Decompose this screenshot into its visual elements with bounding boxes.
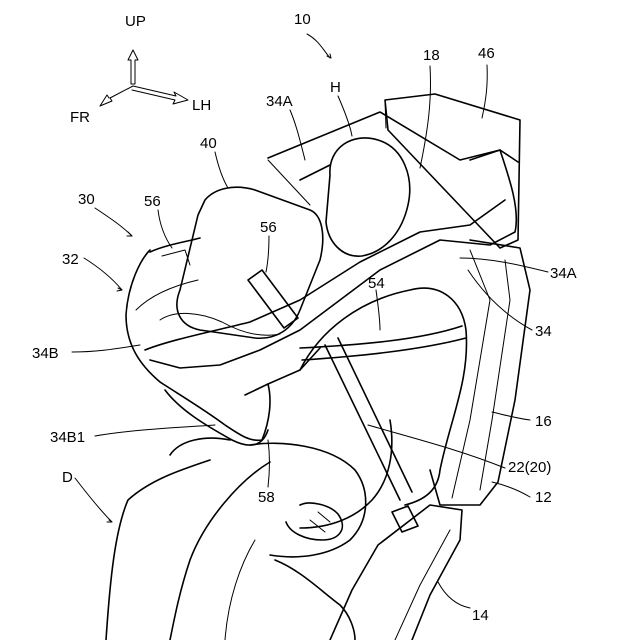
pad-outline — [177, 187, 323, 338]
ref-34a-right: 34A — [550, 265, 577, 282]
occupant-torso — [300, 288, 467, 505]
airbag-34b1 — [165, 390, 268, 445]
axis-up-label: UP — [125, 13, 146, 30]
ref-58: 58 — [258, 489, 275, 506]
seatback-seam — [480, 260, 510, 490]
orientation-axes — [100, 50, 188, 106]
ref-54: 54 — [368, 275, 385, 292]
occupant-head — [326, 138, 410, 256]
ref-16: 16 — [535, 413, 552, 430]
ref-32: 32 — [62, 251, 79, 268]
airbag-seam-34a — [268, 160, 310, 205]
ref-14: 14 — [472, 607, 489, 624]
seatback-inner-line — [452, 250, 490, 498]
ref-18: 18 — [423, 47, 440, 64]
occupant — [106, 138, 467, 640]
occupant-lower-leg — [275, 560, 355, 640]
shoulder-belt-edge-b — [338, 338, 412, 492]
axis-fr-label: FR — [70, 109, 90, 126]
occupant-hand — [286, 503, 342, 540]
ref-d: D — [62, 469, 73, 486]
axis-lh-arrow — [132, 86, 188, 104]
belt-buckle — [392, 506, 418, 532]
airbag-tether-fold — [136, 280, 198, 310]
airbag-top-edge — [268, 112, 518, 162]
airbag-upper-chamber — [150, 150, 516, 368]
cushion-pad-40 — [162, 187, 323, 338]
ref-10: 10 — [294, 11, 311, 28]
airbag-upper-chamber-inner — [145, 200, 505, 350]
ref-22-20: 22(20) — [508, 459, 551, 476]
airbag-34b-lower-edge — [268, 348, 320, 384]
ref-34a-top: 34A — [266, 93, 293, 110]
ref-34: 34 — [535, 323, 552, 340]
ref-56-mid: 56 — [260, 219, 277, 236]
ref-46: 46 — [478, 45, 495, 62]
ref-12: 12 — [535, 489, 552, 506]
leader-lines — [72, 34, 548, 608]
headrest — [385, 94, 520, 248]
airbag-front-chamber — [126, 250, 270, 440]
ref-34b1: 34B1 — [50, 429, 85, 446]
shoulder-belt-edge-a — [325, 345, 400, 500]
ref-40: 40 — [200, 135, 217, 152]
occupant-knee-left — [170, 438, 230, 455]
ref-30: 30 — [78, 191, 95, 208]
ref-34b: 34B — [32, 345, 59, 362]
axis-lh-label: LH — [192, 97, 211, 114]
axis-up-arrow — [128, 50, 138, 84]
occupant-arm — [300, 420, 392, 528]
ref-h: H — [330, 79, 341, 96]
occupant-thigh-right — [170, 462, 270, 640]
reference-labels: UP FR LH 10 46 18 H 34A 40 30 56 56 32 5… — [32, 11, 577, 624]
axis-fr-arrow — [100, 86, 133, 106]
ref-56-left: 56 — [144, 193, 161, 210]
